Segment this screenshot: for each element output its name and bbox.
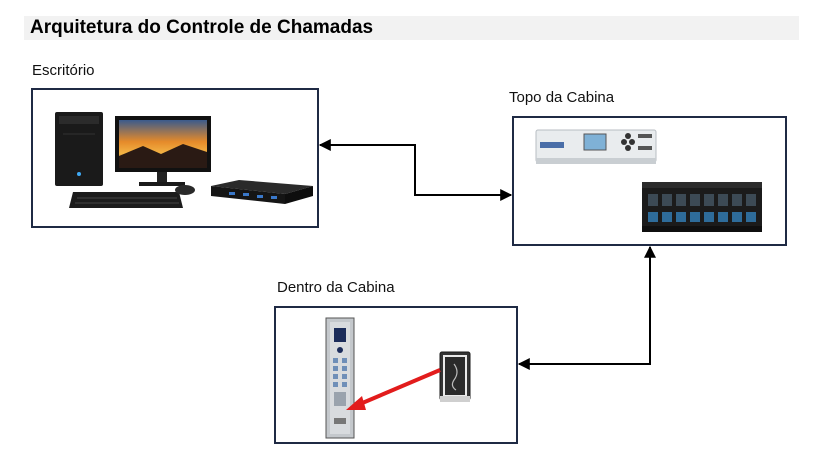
office-to-cabin-top-connector xyxy=(318,139,513,201)
inside-cabin-box xyxy=(274,306,518,444)
relay-board-icon xyxy=(642,182,762,232)
cabin-top-label: Topo da Cabina xyxy=(509,89,615,106)
network-switch-icon xyxy=(211,180,313,204)
red-arrow-icon xyxy=(346,368,441,410)
diagram-title: Arquitetura do Controle de Chamadas xyxy=(30,17,374,38)
elevator-panel-icon xyxy=(325,317,355,439)
office-box xyxy=(31,88,319,228)
mouse-icon xyxy=(175,185,195,195)
cabin-top-equipment xyxy=(535,129,762,232)
card-reader-icon xyxy=(439,351,471,402)
monitor-icon xyxy=(115,116,211,186)
keyboard-icon xyxy=(69,192,183,208)
office-label: Escritório xyxy=(32,62,95,79)
cabin-top-to-inside-cabin-connector xyxy=(517,245,656,370)
pc-tower-icon xyxy=(55,112,103,186)
cabin-top-box xyxy=(512,116,787,246)
inside-cabin-equipment xyxy=(325,317,471,439)
title-bar: Arquitetura do Controle de Chamadas xyxy=(24,16,799,40)
controller-panel-icon xyxy=(535,129,657,164)
inside-cabin-label: Dentro da Cabina xyxy=(277,279,395,296)
office-equipment xyxy=(55,112,313,208)
